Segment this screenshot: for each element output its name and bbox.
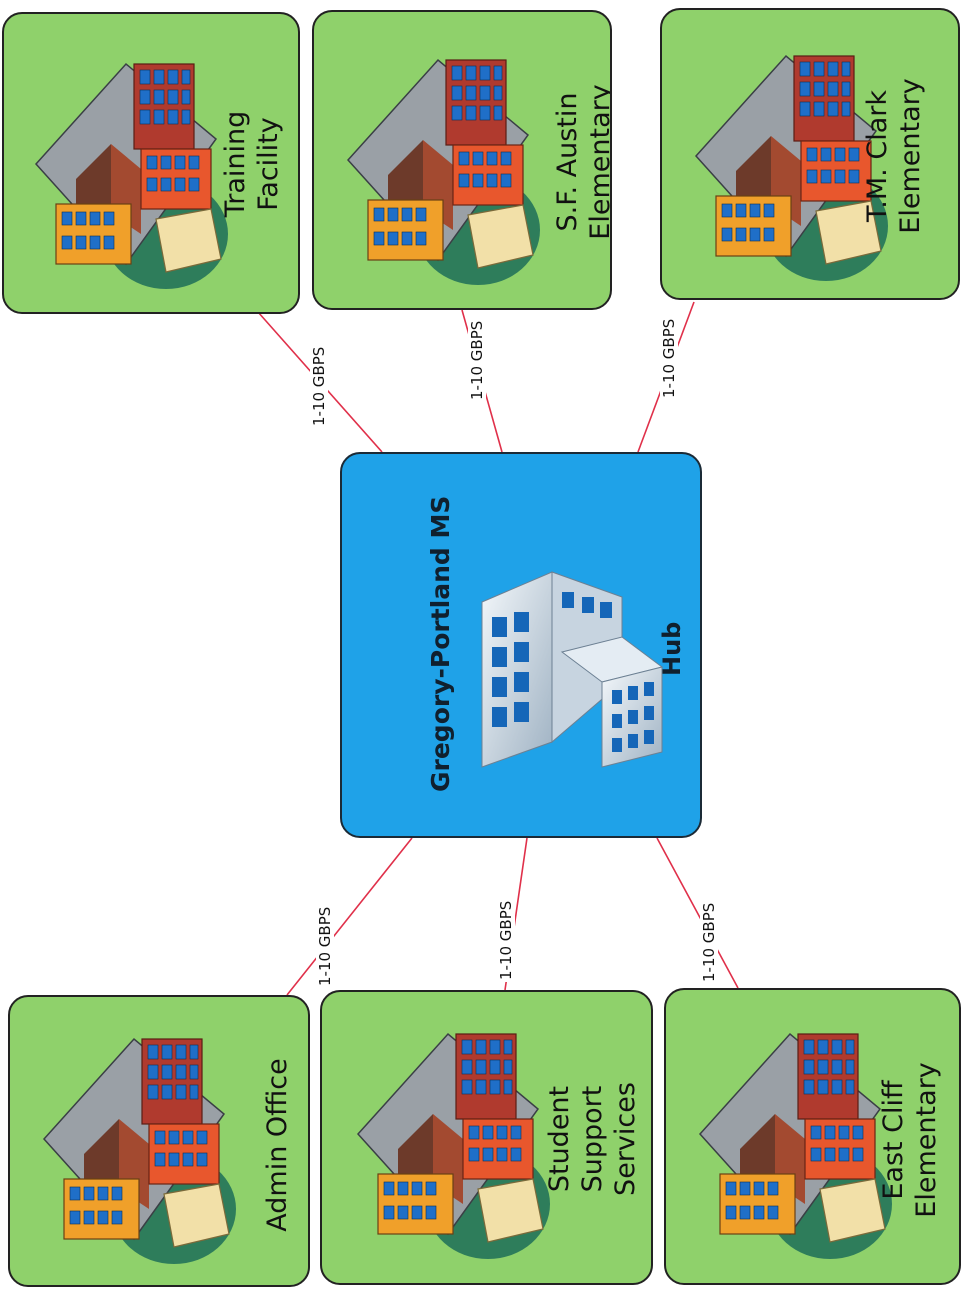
school-building-icon: [338, 1014, 553, 1264]
office-building-icon: [472, 542, 672, 772]
school-building-icon: [676, 36, 891, 286]
link-label: 1-10 GBPS: [310, 344, 328, 428]
site-label: East Cliff Elementary: [878, 1062, 942, 1218]
link-line-eastcliff: [656, 837, 739, 989]
link-label: 1-10 GBPS: [660, 316, 678, 400]
link-label: 1-10 GBPS: [497, 898, 515, 982]
link-label: 1-10 GBPS: [700, 900, 718, 984]
hub-subtitle: Hub: [658, 621, 686, 676]
hub-node: Gregory-Portland MS Hub: [340, 452, 702, 838]
school-building-icon: [16, 44, 231, 294]
site-label: S.F. Austin Elementary: [552, 84, 612, 240]
site-label: Admin Office: [262, 1058, 293, 1232]
link-label: 1-10 GBPS: [468, 318, 486, 402]
site-label: Training Facility: [220, 110, 284, 218]
site-student-support: Student Support Services: [320, 990, 653, 1285]
hub-title: Gregory-Portland MS: [426, 495, 455, 792]
link-line-admin: [286, 837, 413, 996]
site-tm-clark: T.M. Clark Elementary: [660, 8, 960, 300]
site-admin-office: Admin Office: [8, 995, 310, 1287]
school-building-icon: [328, 40, 543, 290]
site-label: T.M. Clark Elementary: [862, 78, 926, 234]
link-label: 1-10 GBPS: [316, 904, 334, 988]
site-sf-austin: S.F. Austin Elementary: [312, 10, 612, 310]
site-east-cliff: East Cliff Elementary: [664, 988, 961, 1285]
school-building-icon: [24, 1019, 239, 1269]
school-building-icon: [680, 1014, 895, 1264]
site-training-facility: Training Facility: [2, 12, 300, 314]
site-label: Student Support Services: [544, 1082, 641, 1196]
